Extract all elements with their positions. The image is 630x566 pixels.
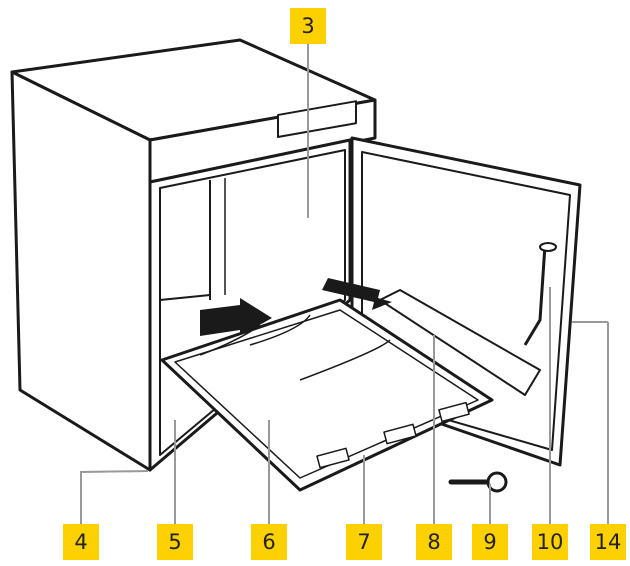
callout-9: 9: [472, 524, 508, 560]
door-fitting: [523, 244, 547, 346]
door-rack: [379, 289, 541, 396]
cabinet-side: [10, 70, 152, 472]
callout-4: 4: [63, 524, 99, 560]
arrow-door: [322, 278, 392, 310]
callout-5: 5: [157, 524, 193, 560]
control-panel: [277, 100, 357, 138]
callout-10: 10: [532, 524, 568, 560]
callout-7: 7: [346, 524, 382, 560]
callout-3: 3: [290, 8, 326, 44]
arrow-tray: [200, 298, 272, 336]
callout-6: 6: [251, 524, 287, 560]
callout-8: 8: [416, 524, 452, 560]
callout-14: 14: [590, 524, 626, 560]
leader-lines: [80, 44, 609, 524]
